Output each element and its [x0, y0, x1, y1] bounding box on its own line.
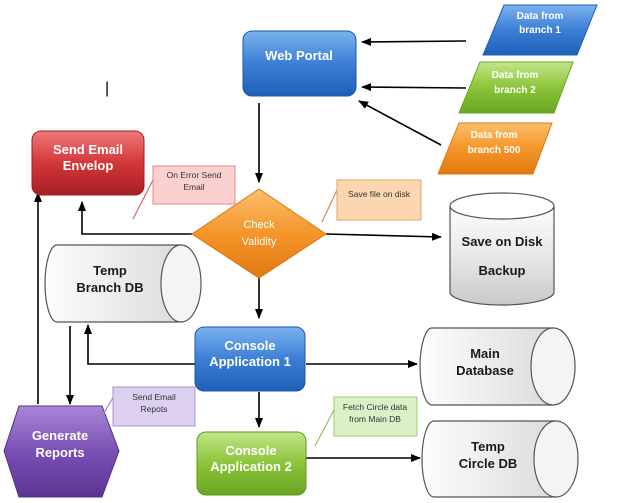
branch-1-label-line2: branch 1	[519, 25, 561, 36]
main-database-body	[419, 327, 554, 406]
branch-2-label-line2: branch 2	[494, 85, 536, 96]
branch-500-label-line2: branch 500	[468, 145, 521, 156]
note-send-reports-line2: Repots	[141, 404, 168, 414]
note-on-error-box	[152, 165, 236, 205]
temp-circle-db-label-line2: Circle DB	[459, 456, 518, 471]
console-app-2-label-line1: Console	[225, 443, 276, 458]
temp-branch-db-node: Temp Branch DB	[44, 244, 202, 323]
note-send-reports-line1: Send Email	[132, 392, 176, 402]
generate-reports-hexagon	[3, 405, 120, 498]
note-on-error-line1: On Error Send	[167, 170, 222, 180]
connectors	[34, 37, 467, 462]
branch-2-shape	[458, 61, 574, 114]
save-on-disk-top	[449, 192, 555, 220]
web-portal-box	[242, 30, 357, 97]
temp-circle-db-cap	[533, 420, 579, 498]
web-portal-node: Web Portal	[242, 30, 357, 97]
console-app-2-box	[196, 431, 307, 496]
web-portal-label: Web Portal	[265, 48, 333, 63]
main-database-cap	[530, 327, 576, 406]
main-database-node: Main Database	[419, 327, 576, 406]
branch-500-shape	[437, 122, 553, 175]
console-app-1-label-line1: Console	[224, 338, 275, 353]
check-validity-diamond	[191, 188, 327, 279]
arrow-check-to-disk	[325, 232, 442, 241]
note-on-error-pointer	[132, 179, 154, 220]
temp-circle-db-label-line1: Temp	[471, 439, 505, 454]
console-app-2-node: Console Application 2	[196, 431, 307, 496]
branch-500-label-line1: Data from	[471, 130, 518, 141]
send-email-node: Send Email Envelop	[31, 130, 145, 196]
send-email-label-line2: Envelop	[63, 158, 114, 173]
note-send-reports-box	[112, 386, 196, 427]
send-email-box	[31, 130, 145, 196]
arrow-branch1-to-portal	[361, 37, 467, 46]
note-fetch-circle-box	[333, 396, 418, 437]
check-validity-label-line2: Validity	[242, 236, 277, 248]
text-cursor-mark: |	[105, 80, 109, 97]
main-database-label-line2: Database	[456, 363, 514, 378]
note-send-reports-pointer	[97, 395, 115, 424]
arrow-check-to-email	[78, 201, 192, 235]
check-validity-node: Check Validity	[191, 188, 327, 279]
console-app-1-box	[194, 326, 306, 392]
note-on-error-send-email: On Error Send Email	[132, 165, 236, 220]
console-app-1-label-line2: Application 1	[209, 354, 291, 369]
save-on-disk-body	[449, 206, 555, 306]
note-on-error-line2: Email	[183, 182, 204, 192]
note-fetch-circle-line2: from Main DB	[349, 414, 401, 424]
note-send-email-reports: Send Email Repots	[97, 386, 196, 427]
note-save-file-on-disk: Save file on disk	[321, 179, 422, 223]
temp-circle-db-node: Temp Circle DB	[421, 420, 579, 498]
save-on-disk-label-line1: Save on Disk	[462, 234, 544, 249]
note-fetch-circle-line1: Fetch Circle data	[343, 402, 408, 412]
note-fetch-circle-pointer	[314, 409, 335, 447]
note-fetch-circle-data: Fetch Circle data from Main DB	[314, 396, 418, 447]
generate-reports-node: Generate Reports	[3, 405, 120, 498]
data-from-branch-500: Data from branch 500	[437, 122, 553, 175]
data-from-branch-2: Data from branch 2	[458, 61, 574, 114]
save-on-disk-label-line2: Backup	[479, 263, 526, 278]
arrow-branch2-to-portal	[361, 83, 467, 92]
generate-reports-label-line2: Reports	[35, 445, 84, 460]
check-validity-label-line1: Check	[243, 219, 275, 231]
generate-reports-label-line1: Generate	[32, 428, 88, 443]
branch-1-label-line1: Data from	[517, 11, 564, 22]
send-email-label-line1: Send Email	[53, 142, 123, 157]
data-from-branch-1: Data from branch 1	[482, 4, 598, 56]
arrow-branch500-to-portal	[358, 100, 442, 146]
note-save-file-line1: Save file on disk	[348, 189, 411, 199]
temp-branch-db-label-line1: Temp	[93, 263, 127, 278]
console-app-2-label-line2: Application 2	[210, 459, 292, 474]
temp-branch-db-body	[44, 244, 182, 323]
save-on-disk-node: Save on Disk Backup	[449, 192, 555, 306]
branch-2-label-line1: Data from	[492, 70, 539, 81]
temp-branch-db-label-line2: Branch DB	[76, 280, 143, 295]
temp-circle-db-body	[421, 420, 557, 498]
note-save-file-pointer	[321, 189, 338, 223]
note-save-file-box	[336, 179, 422, 221]
branch-1-shape	[482, 4, 598, 56]
console-app-1-node: Console Application 1	[194, 326, 306, 392]
arrow-console1-to-tempbranch	[84, 324, 195, 365]
main-database-label-line1: Main	[470, 346, 500, 361]
temp-branch-db-cap	[160, 244, 202, 323]
